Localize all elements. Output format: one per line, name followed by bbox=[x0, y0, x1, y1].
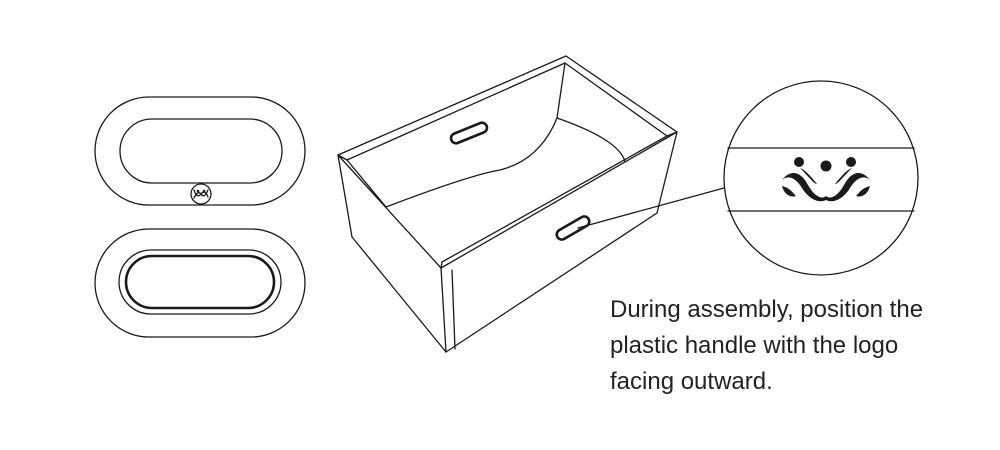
callout-circle bbox=[723, 80, 919, 276]
caption-line-3: facing outward. bbox=[610, 368, 773, 395]
storage-box bbox=[337, 55, 678, 353]
box-front-handle-slot bbox=[555, 215, 591, 241]
box-front-edge bbox=[440, 267, 447, 353]
caption-line-1: During assembly, position the bbox=[610, 296, 924, 323]
box-back-handle-slot bbox=[449, 121, 489, 145]
assembly-instruction-text: During assembly, position the plastic ha… bbox=[610, 292, 990, 400]
box-top-rim bbox=[337, 55, 678, 269]
handle-logo-small bbox=[190, 183, 212, 205]
logo-magnifier-callout bbox=[723, 80, 919, 276]
brand-logo-icon bbox=[782, 157, 870, 202]
handle-back-opening bbox=[124, 254, 276, 310]
box-right-edge bbox=[656, 131, 678, 214]
box-inner-floor-right bbox=[556, 117, 626, 163]
box-left-edge bbox=[337, 154, 353, 238]
handle-back-outer-rim bbox=[94, 228, 306, 338]
handle-front-opening bbox=[119, 118, 283, 184]
handle-front-view bbox=[94, 96, 306, 206]
callout-leader-line bbox=[577, 187, 725, 229]
handle-back-view bbox=[94, 228, 306, 338]
box-inner-rim bbox=[346, 62, 668, 263]
caption-line-2: plastic handle with the logo bbox=[610, 332, 899, 359]
box-bottom-left-edge bbox=[351, 236, 447, 353]
handle-front-outer-rim bbox=[94, 96, 306, 206]
box-inner-floor-left bbox=[385, 117, 558, 208]
box-bottom-front-edge bbox=[445, 212, 658, 353]
handle-back-flange bbox=[118, 249, 282, 315]
